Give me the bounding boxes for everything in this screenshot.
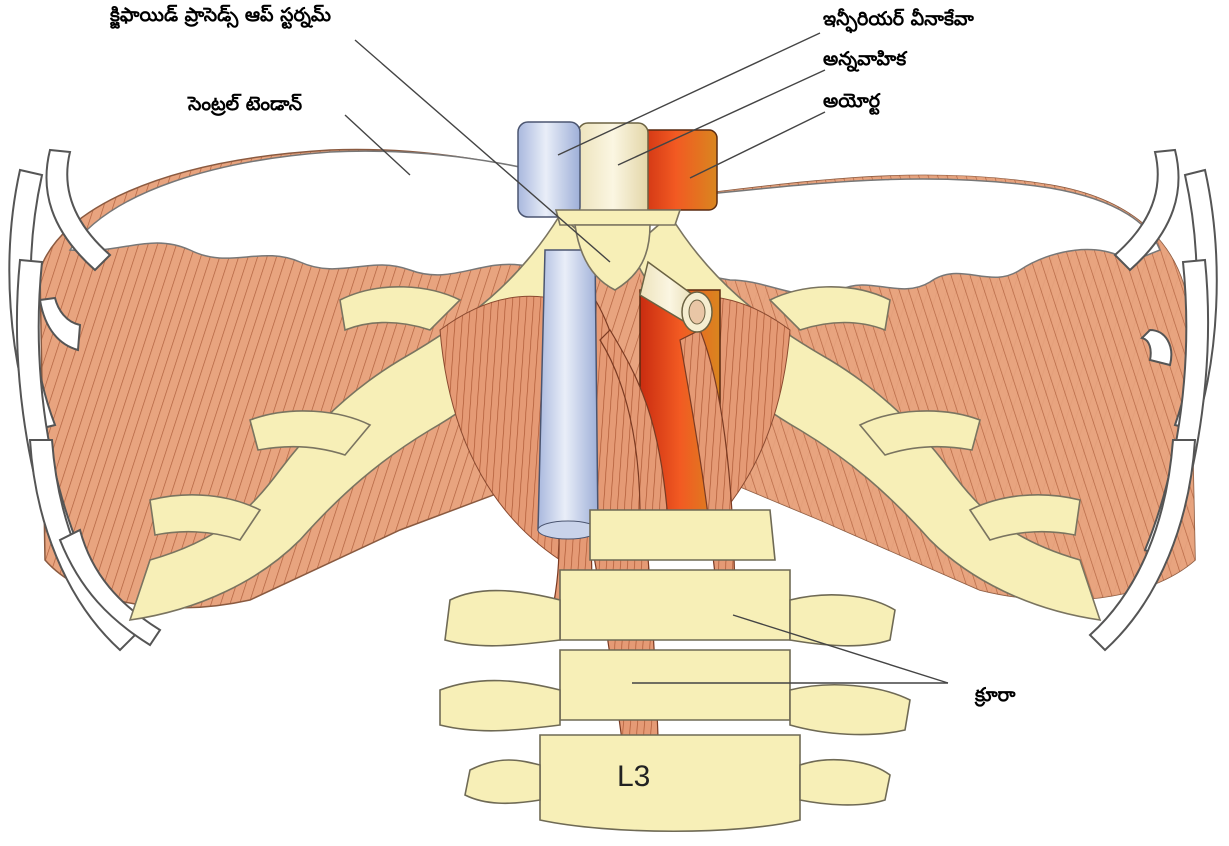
label-esophagus: అన్నవాహిక bbox=[823, 50, 906, 69]
label-central-tendon: సెంట్రల్ టెండాన్ bbox=[188, 95, 302, 114]
label-vertebra-l3: L3 bbox=[617, 762, 650, 792]
label-crura: క్రూరా bbox=[975, 686, 1015, 705]
label-inferior-vena-cava: ఇన్ఫీరియర్ వీనాకేవా bbox=[823, 10, 974, 29]
vertebral-column bbox=[440, 510, 910, 831]
label-xiphoid-process: క్జిఫాయిడ్ ప్రాసెడ్స్ ఆప్ స్టర్నమ్ bbox=[110, 6, 331, 25]
label-aorta: అయోర్ట bbox=[823, 92, 880, 111]
leader-esophagus bbox=[618, 70, 825, 165]
